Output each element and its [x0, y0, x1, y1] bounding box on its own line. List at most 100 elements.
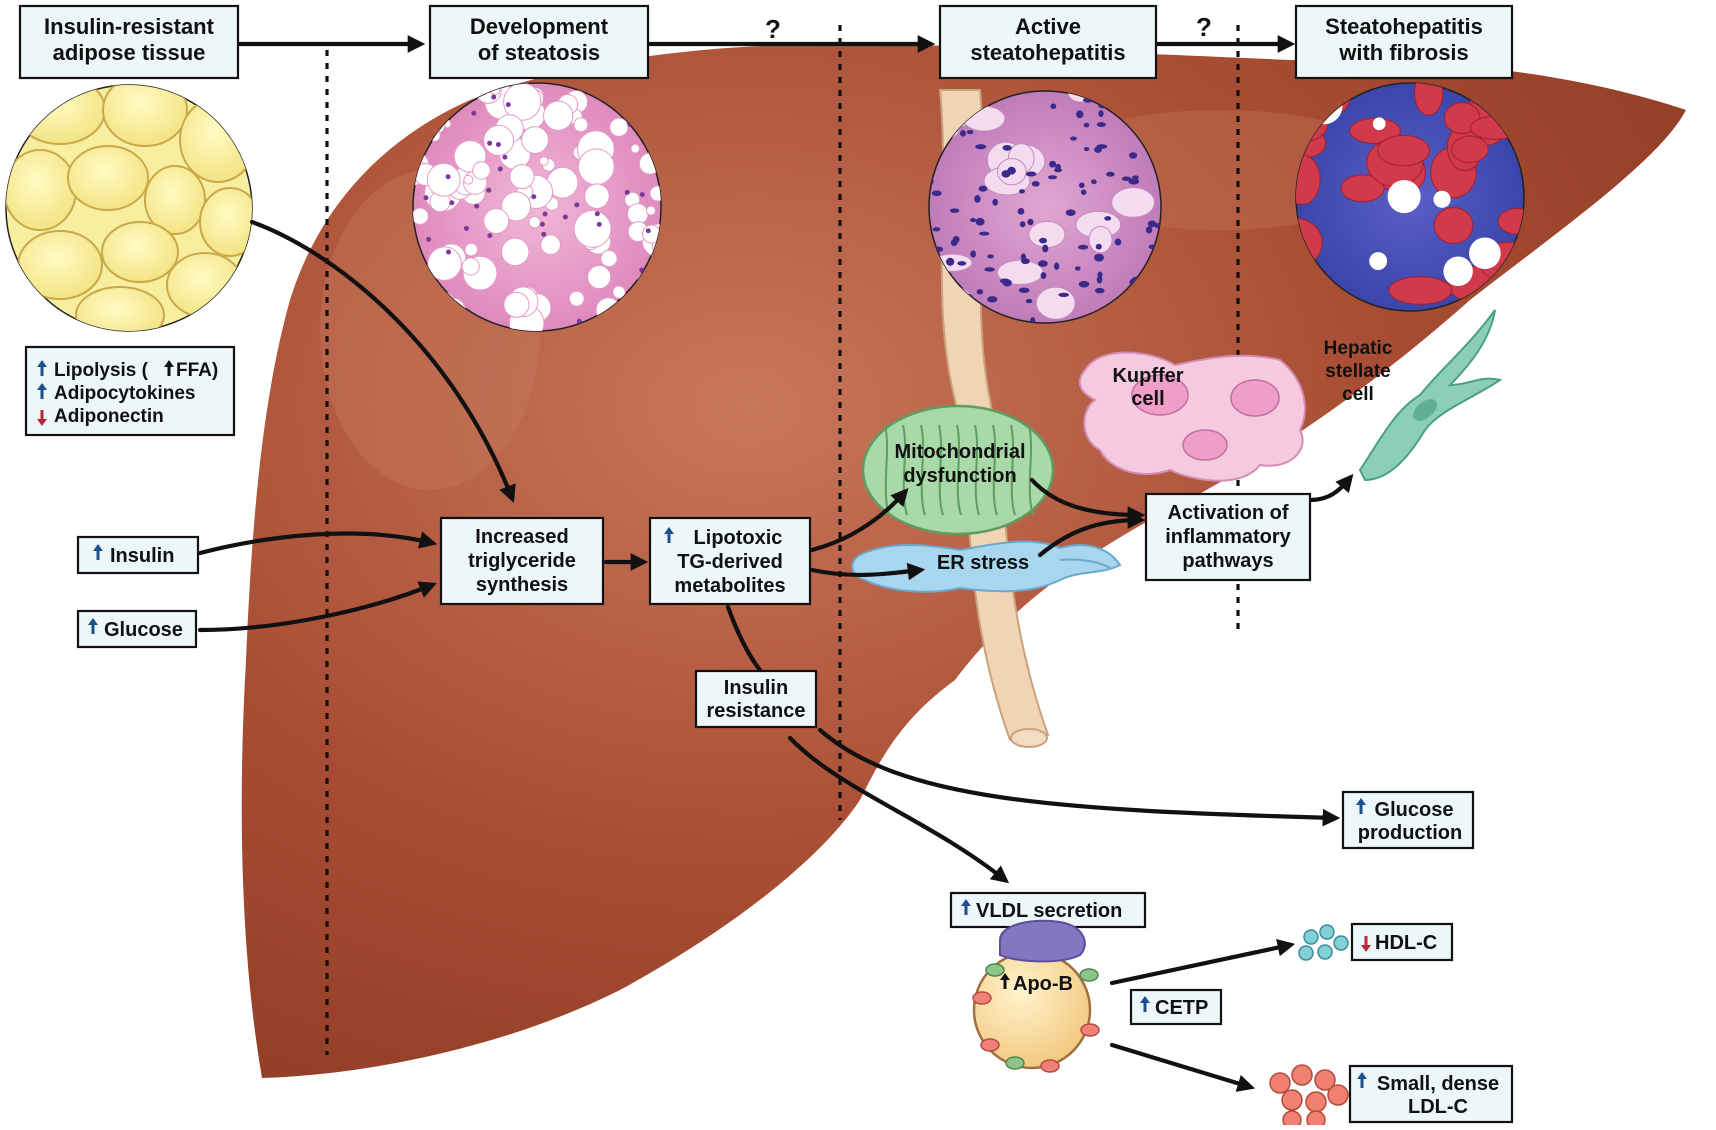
inflammatory-nucleus [1094, 287, 1105, 294]
fat-vacuole [501, 237, 530, 267]
hepatocyte-red [1377, 134, 1430, 167]
hepatocyte-red [1414, 83, 1444, 116]
fat-vacuole [503, 291, 530, 318]
hepatocyte-red [1349, 117, 1401, 145]
inflammatory-nucleus [1050, 103, 1057, 109]
hepatocyte-red [1433, 207, 1474, 244]
crista [1010, 424, 1016, 516]
svg-text:Small, dense: Small, dense [1377, 1073, 1499, 1095]
stage-box-fibrosis: Steatohepatitis with fibrosis [1294, 4, 1514, 80]
fat-vacuole [587, 265, 612, 290]
kupffer-label-2: cell [1131, 388, 1164, 410]
inflammatory-pathways-box: Activation of inflammatory pathways [1144, 492, 1312, 582]
inflammatory-nucleus [1145, 226, 1153, 234]
inflammatory-nucleus [978, 185, 988, 192]
tg-synthesis-box: Increased triglyceride synthesis [439, 516, 605, 606]
hdl-box: HDL-C [1350, 922, 1454, 962]
cetp-box: CETP [1129, 988, 1223, 1026]
svg-text:CETP: CETP [1155, 997, 1208, 1019]
fat-vacuole [1433, 190, 1451, 208]
inflammatory-nucleus [1074, 266, 1081, 271]
inflammatory-nucleus [1025, 171, 1037, 177]
fat-vacuole [528, 215, 541, 229]
nucleus [487, 233, 493, 239]
nucleus [471, 110, 477, 116]
pathway-arrows [197, 35, 1354, 1092]
inflammatory-nucleus [1078, 182, 1085, 189]
inflammatory-nucleus [1077, 244, 1089, 250]
down-arrow-icon [37, 410, 47, 426]
inflammatory-nucleus [1095, 243, 1102, 250]
inflammatory-nucleus [957, 261, 967, 266]
inflammatory-nucleus [1017, 208, 1025, 215]
adipose-effects-box: Lipolysis ( FFA) Adipocytokines Adiponec… [24, 345, 236, 437]
svg-text:Insulin-resistant: Insulin-resistant [44, 14, 215, 39]
inflammatory-nucleus [1080, 189, 1087, 195]
fat-vacuole [612, 285, 626, 299]
inflammatory-nucleus [949, 208, 960, 213]
nucleus [426, 236, 432, 242]
ldl-box: Small, dense LDL-C [1348, 1064, 1514, 1124]
svg-text:TG-derived: TG-derived [677, 551, 783, 573]
crista [938, 424, 944, 516]
svg-text:Insulin: Insulin [724, 677, 788, 699]
inflammatory-nucleus [970, 217, 977, 223]
ballooned-hepatocyte [1028, 220, 1066, 249]
stellate-label-1: Hepatic [1324, 338, 1393, 359]
inflammatory-nucleus [1147, 220, 1157, 228]
svg-text:pathways: pathways [1182, 550, 1273, 572]
inflammatory-nucleus [1091, 179, 1097, 185]
svg-text:adipose tissue: adipose tissue [53, 40, 206, 65]
hdl-particles-illustration [1298, 924, 1349, 961]
svg-text:Active: Active [1015, 14, 1081, 39]
inflammatory-nucleus [1065, 209, 1076, 216]
inflammatory-nucleus [1132, 175, 1139, 180]
kupffer-cell-illustration [1078, 351, 1306, 482]
insulin-box: Insulin [76, 535, 200, 575]
stellate-label-2: stellate [1325, 361, 1390, 382]
inflammatory-nucleus [1121, 176, 1132, 181]
inflammatory-nucleus [1025, 298, 1033, 304]
nucleus [624, 189, 630, 195]
fat-vacuole [521, 126, 549, 154]
nucleus [497, 166, 503, 172]
hepatic-stellate-cell-illustration [1358, 309, 1503, 482]
fat-vacuole [573, 117, 589, 133]
nucleus [449, 200, 455, 206]
svg-text:Activation of: Activation of [1167, 502, 1288, 524]
nucleus [505, 102, 511, 108]
adipose-tissue-image [5, 84, 253, 332]
inflammatory-nucleus [1002, 279, 1012, 287]
lipolysis-label: Lipolysis ( [54, 360, 149, 381]
hepatocyte-red [1497, 207, 1524, 235]
up-arrow-icon [664, 527, 674, 543]
inflammatory-nucleus [946, 257, 955, 266]
inflammatory-nucleus [975, 144, 987, 150]
fat-vacuole [427, 246, 462, 281]
inflammatory-nucleus [974, 194, 981, 203]
fat-vacuole [1469, 237, 1501, 270]
svg-text:with fibrosis: with fibrosis [1338, 40, 1469, 65]
nucleus [576, 318, 582, 324]
mito-label-1: Mitochondrial [894, 441, 1025, 463]
inflammatory-nucleus [932, 227, 941, 232]
inflammatory-nucleus [1042, 244, 1049, 253]
nucleus [487, 140, 493, 146]
adiponectin-label: Adiponectin [54, 406, 164, 427]
stage-box-adipose: Insulin-resistant adipose tissue [18, 4, 240, 80]
inflammatory-nucleus [1114, 238, 1122, 246]
crista [1028, 424, 1034, 516]
inflammatory-nucleus [1083, 147, 1090, 152]
fat-vacuole [483, 207, 510, 235]
inflammatory-nucleus [1038, 260, 1048, 267]
nucleus [596, 221, 602, 227]
fat-vacuole [420, 83, 446, 101]
ballooned-hepatocyte [1088, 225, 1113, 254]
hepatocyte-red [1388, 276, 1453, 305]
svg-text:HDL-C: HDL-C [1375, 932, 1437, 954]
up-arrow-icon [1140, 996, 1150, 1012]
inflammatory-nucleus [966, 130, 974, 135]
inflammatory-nucleus [1129, 152, 1138, 159]
nucleus [502, 154, 508, 160]
